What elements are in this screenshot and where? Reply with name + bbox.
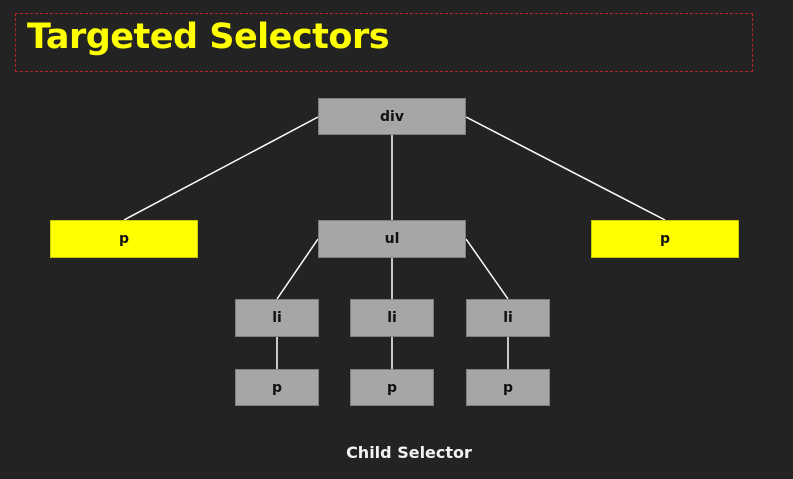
edge-div-to-left-p [123,116,319,221]
node-li-3-p: p [466,369,550,406]
node-right-p-highlighted: p [591,220,739,258]
slide-title: Targeted Selectors [27,17,390,57]
diagram-caption: Child Selector [346,443,472,462]
node-li-3: li [466,299,550,337]
edge-ul-to-li-1 [276,238,319,300]
node-li-1: li [235,299,319,337]
edge-ul-to-li-3 [465,238,509,300]
node-div: div [318,98,466,135]
node-ul: ul [318,220,466,258]
title-box: Targeted Selectors [15,13,753,72]
node-li-1-p: p [235,369,319,406]
node-li-2: li [350,299,434,337]
node-left-p-highlighted: p [50,220,198,258]
node-li-2-p: p [350,369,434,406]
edge-div-to-right-p [465,116,666,221]
